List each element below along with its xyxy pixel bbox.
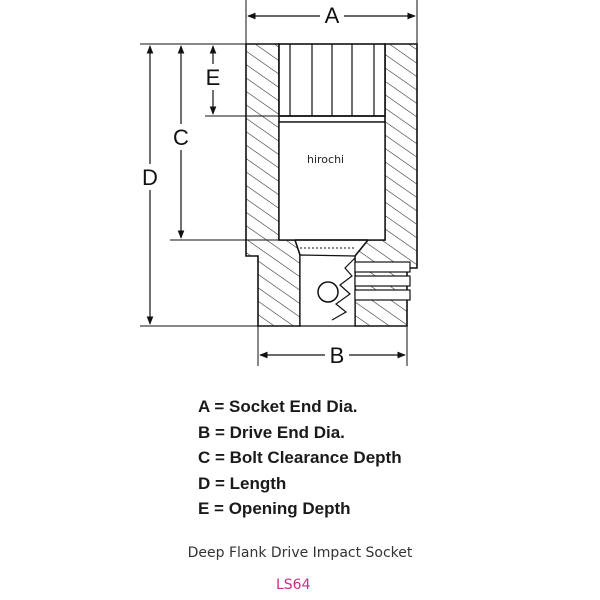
dimension-e: E (201, 45, 279, 117)
legend-item-a: A = Socket End Dia. (198, 397, 358, 416)
dimension-b: B (257, 326, 408, 368)
dimension-label-b: B (330, 343, 345, 368)
dimension-label-c: C (173, 125, 189, 150)
dimension-label-a: A (325, 3, 340, 28)
dimension-label-d: D (142, 165, 158, 190)
legend-item-c: C = Bolt Clearance Depth (198, 448, 402, 467)
legend-item-b: B = Drive End Dia. (198, 422, 345, 442)
dimension-a: A (245, 0, 418, 44)
dimension-legend: A = Socket End Dia. B = Drive End Dia. C… (198, 394, 498, 522)
drive-end-section (299, 254, 411, 327)
dimension-d: D (138, 43, 258, 327)
model-number: LS64 (276, 577, 311, 593)
product-caption: Deep Flank Drive Impact Socket (187, 545, 413, 561)
dimension-c: C (169, 45, 279, 241)
detent-ball-icon (317, 281, 339, 303)
legend-item-e: E = Opening Depth (198, 499, 351, 518)
bolt-clearance-cavity (278, 121, 386, 249)
socket-opening-bore (278, 43, 386, 123)
watermark-text: hirochi (307, 153, 344, 166)
dimension-label-e: E (206, 65, 221, 90)
legend-item-d: D = Length (198, 473, 287, 493)
